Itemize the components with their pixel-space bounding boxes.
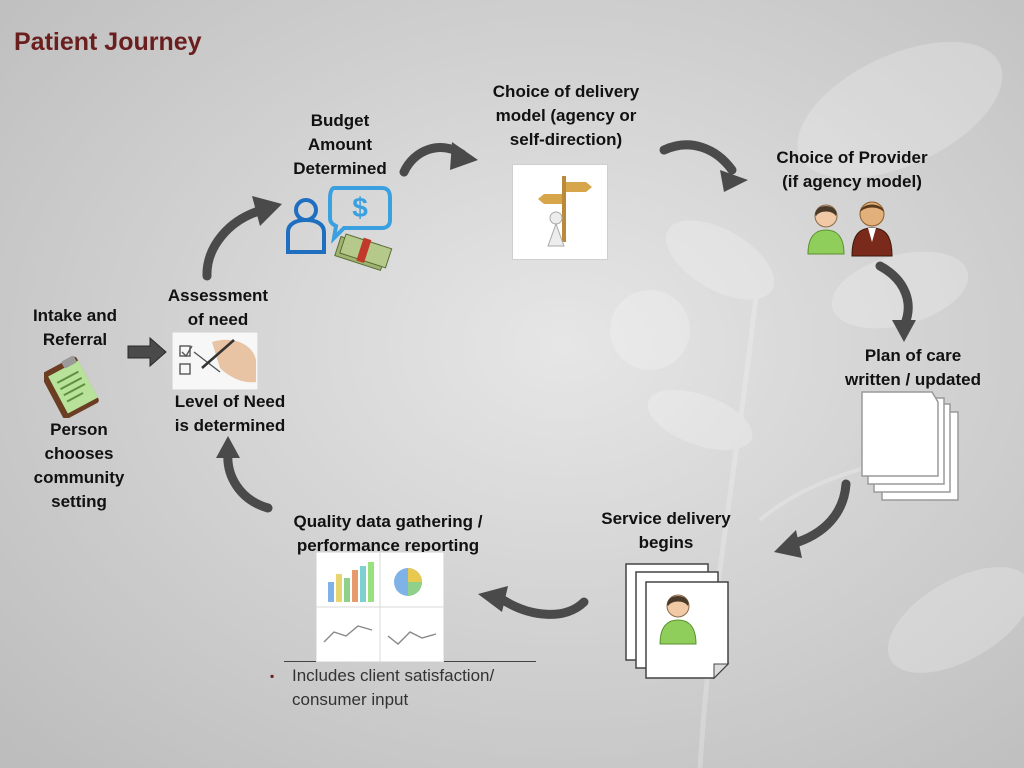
page-title: Patient Journey <box>14 28 202 56</box>
person-green-icon <box>807 204 845 255</box>
clipboard-icon <box>44 355 99 418</box>
step-delivery-model-label: Choice of delivery model (agency or self… <box>492 82 640 149</box>
providers-icon <box>807 201 893 257</box>
arrow-assessment-to-budget <box>202 205 267 281</box>
dollar-sign: $ <box>352 192 368 223</box>
client-person-icon <box>659 594 697 645</box>
money-stack-icon <box>334 233 393 272</box>
arrowhead-quality <box>478 586 508 612</box>
bullet-note: ▪ Includes client satisfaction/ consumer… <box>270 664 502 712</box>
document-stack-icon <box>861 391 959 501</box>
step-quality-label: Quality data gathering / performance rep… <box>293 512 483 555</box>
line-chart-thumbnail-1 <box>323 625 373 643</box>
step-budget-label: Budget Amount Determined <box>293 111 387 178</box>
step-provider-label: Choice of Provider (if agency model) <box>776 148 928 191</box>
bar-chart-thumbnail <box>328 562 374 602</box>
arrow-provider-to-plan <box>875 261 913 331</box>
step-community-label: Person chooses community setting <box>33 420 125 511</box>
step-service-label: Service delivery begins <box>601 509 731 552</box>
arrowhead-delivery <box>450 142 478 170</box>
line-chart-thumbnail-2 <box>387 631 437 645</box>
arrowhead-service <box>774 530 802 558</box>
arrow-quality-to-level <box>223 447 273 513</box>
pie-chart-thumbnail <box>394 568 422 596</box>
arrowhead-provider <box>720 170 748 192</box>
arrow-intake-to-assessment <box>127 336 167 368</box>
step-assessment-label: Assessment of need <box>167 286 269 329</box>
bullet-marker: ▪ <box>270 669 275 683</box>
checklist-writing-image <box>172 332 258 390</box>
arrowhead-level <box>216 436 240 458</box>
arrow-delivery-to-provider <box>659 140 737 175</box>
person-suit-icon <box>851 201 893 257</box>
signpost-image <box>512 164 608 260</box>
service-document-icon <box>625 563 730 680</box>
arrow-plan-to-service <box>787 479 851 549</box>
arrowhead-plan <box>892 320 916 342</box>
arrow-service-to-quality <box>495 593 589 619</box>
bullet-text: Includes client satisfaction/ consumer i… <box>292 666 495 709</box>
budget-person-icon: $ <box>286 186 393 272</box>
arrowhead-budget <box>252 196 282 226</box>
step-intake-label: Intake and Referral <box>32 306 118 349</box>
reports-thumbnail <box>316 552 444 662</box>
step-level-label: Level of Need is determined <box>174 392 286 435</box>
step-plan-label: Plan of care written / updated <box>845 346 981 389</box>
